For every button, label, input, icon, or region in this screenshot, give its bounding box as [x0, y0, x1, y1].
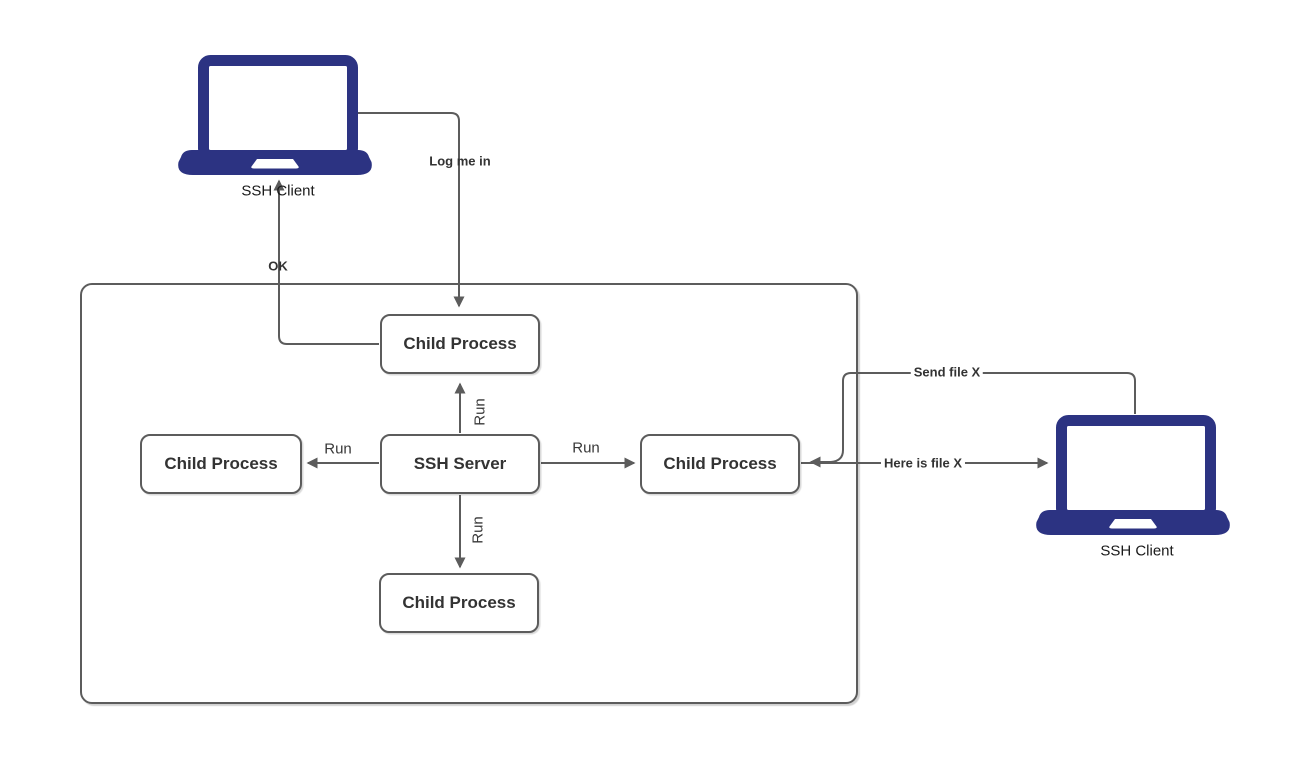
caption-ssh-client-left: SSH Client [241, 182, 315, 200]
edge-label-here-is-file-x: Here is file X [880, 455, 966, 471]
edge-label-send-file-x: Send file X [910, 364, 984, 380]
node-child-process-left: Child Process [140, 434, 302, 494]
edge-label-ok: OK [268, 258, 288, 274]
laptop-icon-right [1036, 421, 1230, 536]
edge-send-file-x [809, 372, 1136, 468]
node-child-process-top: Child Process [380, 314, 540, 374]
edge-label-log-me-in: Log me in [429, 153, 491, 169]
edge-label-run-left: Run [324, 440, 352, 458]
edge-label-run-bottom: Run [469, 516, 487, 544]
node-child-process-right: Child Process [640, 434, 800, 494]
node-ssh-server: SSH Server [380, 434, 540, 494]
node-child-process-bottom: Child Process [379, 573, 539, 633]
edge-log-me-in [358, 112, 465, 308]
caption-ssh-client-right: SSH Client [1100, 542, 1174, 560]
laptop-icon-left [178, 61, 372, 176]
edge-label-run-right: Run [572, 439, 600, 457]
edge-label-run-top: Run [471, 398, 489, 426]
